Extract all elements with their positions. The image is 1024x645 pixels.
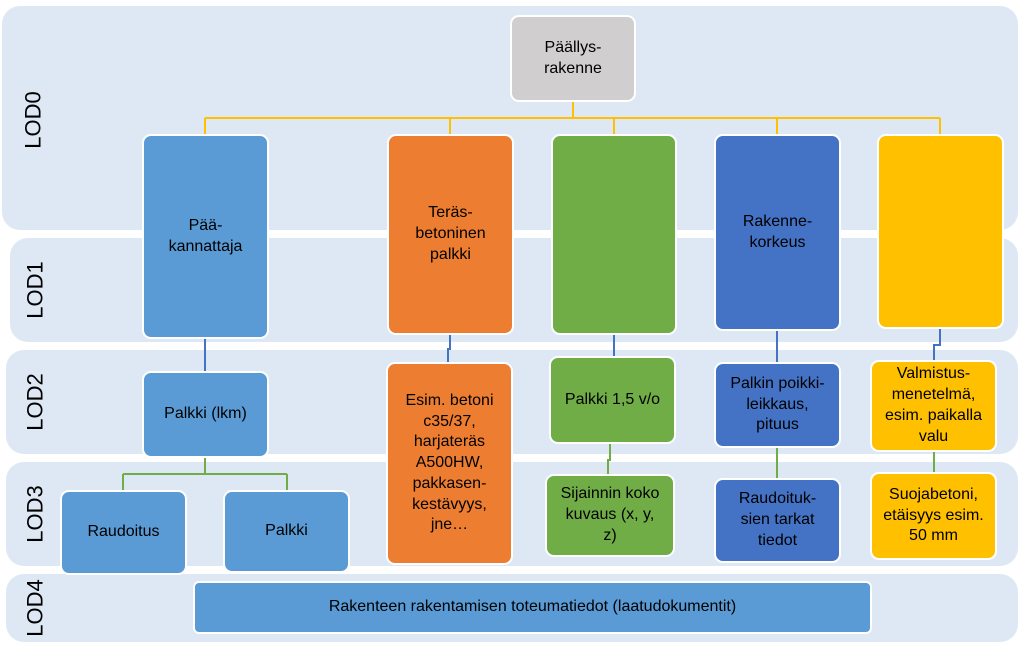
node-paakannattaja: Pää- kannattaja bbox=[142, 134, 269, 339]
node-suojabetoni: Suojabetoni, etäisyys esim. 50 mm bbox=[870, 472, 997, 560]
node-materiaalit: Esim. betoni c35/37, harjateräs A500HW, … bbox=[386, 362, 513, 565]
node-green-lod1 bbox=[551, 134, 677, 335]
node-sijainti: Sijainnin koko kuvaus (x, y, z) bbox=[545, 474, 675, 557]
lod2-lod3-connectors bbox=[122, 442, 935, 492]
node-toteumatiedot: Rakenteen rakentamisen toteumatiedot (la… bbox=[193, 581, 872, 634]
root-connectors bbox=[204, 100, 941, 136]
node-valmistusmenetelma: Valmistus- menetelmä, esim. paikalla val… bbox=[870, 360, 997, 452]
node-palkki-kaltevuus: Palkki 1,5 v/o bbox=[549, 356, 676, 444]
node-raudoitustiedot: Raudoituk- sien tarkat tiedot bbox=[714, 478, 841, 563]
node-poikkileikkaus: Palkin poikki- leikkaus, pituus bbox=[714, 362, 841, 448]
node-terasbetoninen-palkki: Teräs- betoninen palkki bbox=[387, 134, 514, 335]
node-palkki-lkm: Palkki (lkm) bbox=[142, 371, 269, 458]
root-node-paallysrakenne: Päällys- rakenne bbox=[510, 15, 636, 102]
lod1-lod2-connectors bbox=[204, 327, 941, 373]
node-raudoitus: Raudoitus bbox=[60, 490, 187, 575]
node-palkki: Palkki bbox=[223, 490, 350, 573]
node-rakennekorkeus: Rakenne- korkeus bbox=[714, 134, 841, 331]
node-yellow-lod1 bbox=[877, 134, 1004, 329]
